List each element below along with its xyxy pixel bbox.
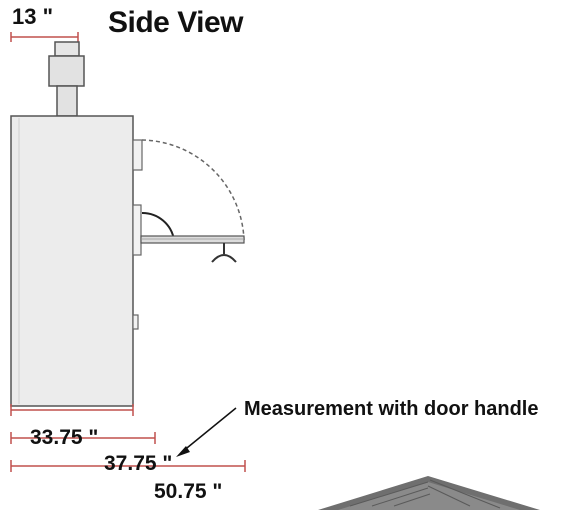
note-leader-arrow — [176, 407, 237, 457]
dimension-line-50-75 — [10, 460, 246, 472]
depth-with-handle-label: 37.75 " — [104, 452, 173, 475]
top-width-label: 13 " — [12, 4, 54, 29]
diagram-title: Side View — [108, 6, 244, 39]
open-door — [140, 235, 245, 244]
door-handle-note: Measurement with door handle — [244, 398, 539, 420]
door-handle — [211, 243, 237, 263]
hinge-brackets — [132, 139, 143, 330]
depth-door-open-label: 50.75 " — [154, 480, 223, 503]
depth-cabinet-label: 33.75 " — [30, 426, 99, 449]
vent-stack — [48, 41, 85, 117]
dimension-line-37-75 — [10, 432, 156, 444]
cabinet-body — [10, 115, 134, 407]
top-width-dimension-line — [10, 32, 79, 42]
dimension-line-33-75 — [10, 404, 134, 416]
cropped-equipment-top — [318, 476, 540, 510]
door-swing-arc — [141, 139, 245, 241]
